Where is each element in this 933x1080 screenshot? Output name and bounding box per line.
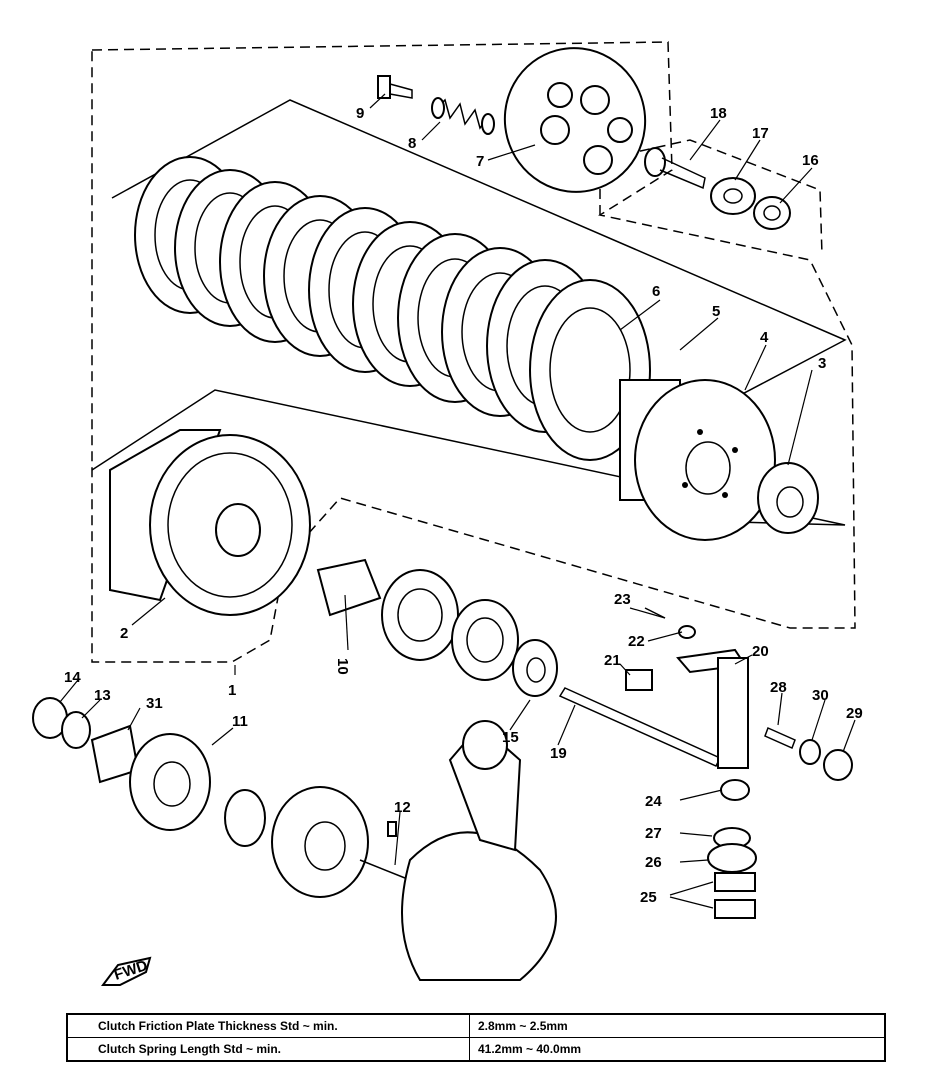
spec-table: Clutch Friction Plate Thickness Std ~ mi… [66,1013,886,1062]
callout-30: 30 [812,687,829,704]
push-rod-long [558,687,722,767]
leader-lines [59,93,856,909]
adjuster-washer [799,739,821,765]
housing-spacer [316,558,382,617]
lever-bearings [714,872,756,919]
push-rod [644,147,706,190]
callout-2: 2 [120,625,128,642]
callout-29: 29 [846,705,863,722]
callout-20: 20 [752,643,769,660]
callout-9: 9 [356,105,364,122]
callout-23: 23 [614,591,631,608]
adjusting-screw [764,726,796,750]
callout-27: 27 [645,825,662,842]
callout-17: 17 [752,125,769,142]
callout-25: 25 [640,889,657,906]
callout-12: 12 [394,799,411,816]
callout-10: 10 [334,658,351,675]
callout-26: 26 [645,854,662,871]
push-lever-assembly [625,607,749,769]
adjuster-nut [823,749,853,781]
locknut [710,177,756,215]
clutch-boss [619,379,776,541]
primary-drive-washer [61,711,91,749]
thrust-washer [757,462,819,534]
lock-washer [753,196,791,230]
callout-3: 3 [818,355,826,372]
callout-11: 11 [232,713,248,730]
clutch-plate-stack [134,156,651,461]
callout-18: 18 [710,105,727,122]
callout-15: 15 [502,729,519,746]
clutch-bolt [377,75,413,99]
clutch-spring [431,97,495,135]
callout-7: 7 [476,153,484,170]
callout-5: 5 [712,303,720,320]
kick-gear-set [381,569,519,681]
spec-row: Clutch Spring Length Std ~ min. 41.2mm ~… [66,1037,886,1062]
plate-pack-guide [111,99,847,441]
clutch-housing [109,429,311,616]
callout-22: 22 [628,633,645,650]
spec-row: Clutch Friction Plate Thickness Std ~ mi… [66,1013,886,1038]
plate-pack-guide-lower [91,389,846,526]
lever-seal [707,827,757,873]
spec-value: 2.8mm ~ 2.5mm [469,1013,886,1038]
callout-1: 1 [228,682,236,699]
callout-21: 21 [604,652,621,669]
spec-value: 41.2mm ~ 40.0mm [469,1037,886,1062]
kick-washer [512,639,558,697]
callout-4: 4 [760,329,769,346]
callout-6: 6 [652,283,660,300]
crankshaft [359,720,557,981]
lever-spring [720,779,750,801]
crank-bearing [271,786,369,898]
primary-drive-gear [129,733,266,847]
callout-24: 24 [645,793,662,810]
spec-label: Clutch Friction Plate Thickness Std ~ mi… [66,1013,470,1038]
spec-label: Clutch Spring Length Std ~ min. [66,1037,470,1062]
woodruff-key [387,821,397,837]
forward-arrow-icon: FWD [101,956,152,986]
callout-28: 28 [770,679,787,696]
callout-14: 14 [64,669,81,686]
callout-13: 13 [94,687,111,704]
callout-31: 31 [146,695,163,712]
callout-19: 19 [550,745,567,762]
clutch-exploded-diagram: FWD 1 2 3 4 5 [32,41,863,986]
callout-16: 16 [802,152,819,169]
assembly-boundary [91,41,856,663]
callout-8: 8 [408,135,416,152]
pressure-plate [503,47,647,193]
